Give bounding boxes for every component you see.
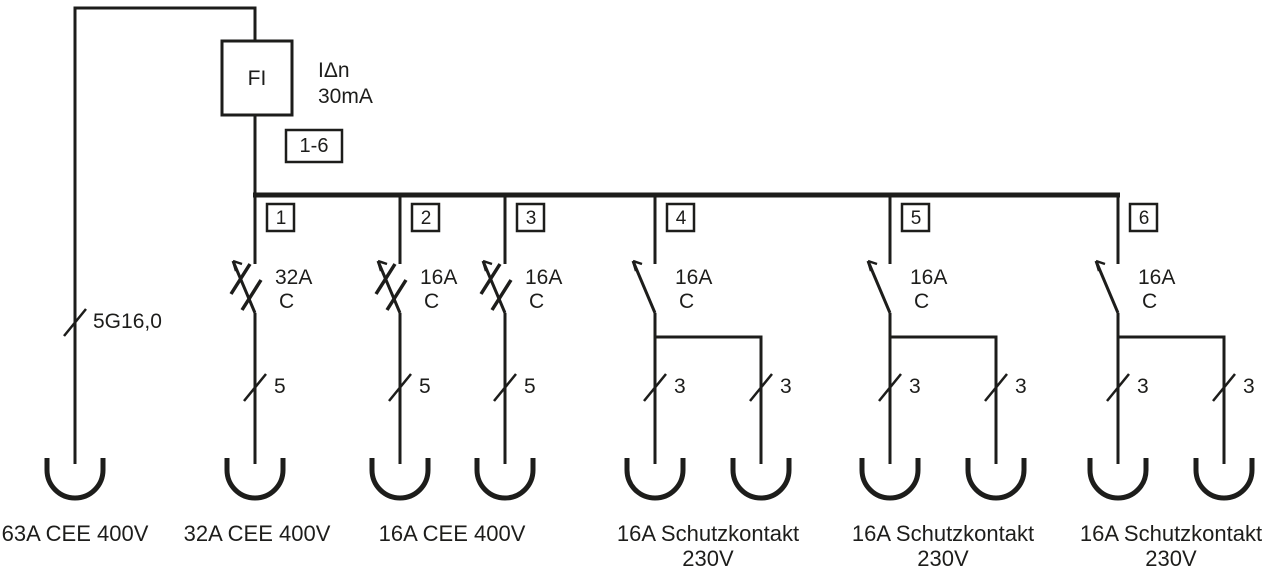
cable-marker: [749, 373, 773, 402]
outlet-label-2-3: 16A CEE 400V: [379, 521, 526, 546]
branch-3-number: 3: [526, 208, 537, 229]
mcb-arrow-icon: [376, 259, 388, 272]
outlet-label-4-line2: 230V: [682, 546, 734, 571]
outlet-label-4-line1: 16A Schutzkontakt: [617, 521, 799, 546]
mcb-symbol: [631, 259, 657, 314]
cable-marker: [1212, 373, 1236, 402]
branch-1-curve: C: [279, 290, 294, 313]
cable-marker: [1106, 373, 1130, 402]
branch-1-rating: 32A: [275, 266, 312, 289]
branch-1-number: 1: [276, 208, 287, 229]
mcb-symbol: [229, 259, 263, 314]
mcb-arrow-icon: [866, 259, 878, 272]
socket-symbol: [44, 458, 106, 501]
outlet-label-6-line2: 230V: [1145, 546, 1197, 571]
mcb-symbol: [866, 259, 892, 314]
branch-5-cable-label-left: 3: [909, 375, 921, 398]
outlet-label-6-line1: 16A Schutzkontakt: [1080, 521, 1262, 546]
cable-marker: [643, 373, 667, 402]
branch-6-cable-label-left: 3: [1137, 375, 1149, 398]
socket-symbol: [1087, 458, 1149, 501]
branch-tee-line: [890, 335, 998, 464]
branch-4-cable-label-right: 3: [780, 375, 792, 398]
branch-6-rating: 16A: [1138, 266, 1175, 289]
branch-6-cable-label-right: 3: [1243, 375, 1255, 398]
branch-2-number: 2: [421, 208, 432, 229]
mcb-arrow-icon: [631, 259, 643, 272]
pole-marks: [479, 263, 513, 311]
group-range-label: 1-6: [300, 135, 329, 157]
branch-4: [624, 193, 792, 501]
outlet-label-incoming: 63A CEE 400V: [2, 521, 149, 546]
branch-number-box: [665, 202, 696, 233]
branch-3-curve: C: [529, 290, 544, 313]
branch-5-number: 5: [911, 208, 922, 229]
branch-5-cable-label-right: 3: [1015, 375, 1027, 398]
mcb-arrow-icon: [231, 259, 243, 272]
rcd-trip-label: IΔn: [318, 59, 350, 82]
branch-6-number: 6: [1139, 208, 1150, 229]
branch-number-box: [515, 202, 546, 233]
socket-symbol: [224, 458, 286, 501]
branch-3-rating: 16A: [525, 266, 562, 289]
branch-tee-line: [1118, 335, 1226, 464]
cable-marker: [878, 373, 902, 402]
cable-marker: [388, 373, 412, 402]
branch-1-cable-label: 5: [274, 375, 286, 398]
cable-marker: [243, 373, 267, 402]
incoming-cable-label: 5G16,0: [93, 310, 162, 333]
mcb-arrow-icon: [1094, 259, 1106, 272]
socket-symbol: [730, 458, 792, 501]
branch-4-rating: 16A: [675, 266, 712, 289]
branch-number-box: [900, 202, 931, 233]
rcd-box: [220, 39, 294, 117]
branch-tee-line: [655, 335, 763, 464]
socket-symbol: [965, 458, 1027, 501]
branch-number-box: [265, 202, 296, 233]
socket-symbol: [369, 458, 431, 501]
pole-marks: [374, 263, 408, 311]
socket-symbol: [474, 458, 536, 501]
mcb-symbol: [1094, 259, 1120, 314]
outlet-label-1: 32A CEE 400V: [184, 521, 331, 546]
branch-number-box: [1128, 202, 1159, 233]
rcd-label: FI: [248, 67, 267, 90]
branch-2-cable-label: 5: [419, 375, 431, 398]
branch-4-curve: C: [679, 290, 694, 313]
mcb-symbol: [374, 259, 408, 314]
outlet-label-5-line1: 16A Schutzkontakt: [852, 521, 1034, 546]
mcb-arrow-icon: [481, 259, 493, 272]
socket-symbol: [1193, 458, 1255, 501]
rcd-trip-value: 30mA: [318, 85, 373, 108]
cable-marker: [493, 373, 517, 402]
branch-2-rating: 16A: [420, 266, 457, 289]
branch-6: [1087, 193, 1255, 501]
branch-5: [859, 193, 1027, 501]
branch-6-curve: C: [1142, 290, 1157, 313]
outlet-label-5-line2: 230V: [917, 546, 969, 571]
mcb-symbol: [479, 259, 513, 314]
incoming-feed: [44, 6, 257, 501]
branch-2-curve: C: [424, 290, 439, 313]
branch-4-cable-label-left: 3: [674, 375, 686, 398]
branch-3-cable-label: 5: [524, 375, 536, 398]
group-range-box: [284, 128, 344, 164]
branch-5-curve: C: [914, 290, 929, 313]
branch-5-rating: 16A: [910, 266, 947, 289]
rcd-breaker: [220, 39, 344, 195]
socket-symbol: [859, 458, 921, 501]
branch-2: [369, 193, 441, 501]
branch-3: [474, 193, 546, 501]
feed-line: [73, 6, 257, 464]
cable-marker: [63, 308, 87, 337]
branch-1: [224, 193, 296, 501]
socket-symbol: [624, 458, 686, 501]
branch-number-box: [410, 202, 441, 233]
branch-4-number: 4: [676, 208, 687, 229]
pole-marks: [229, 263, 263, 311]
cable-marker: [984, 373, 1008, 402]
